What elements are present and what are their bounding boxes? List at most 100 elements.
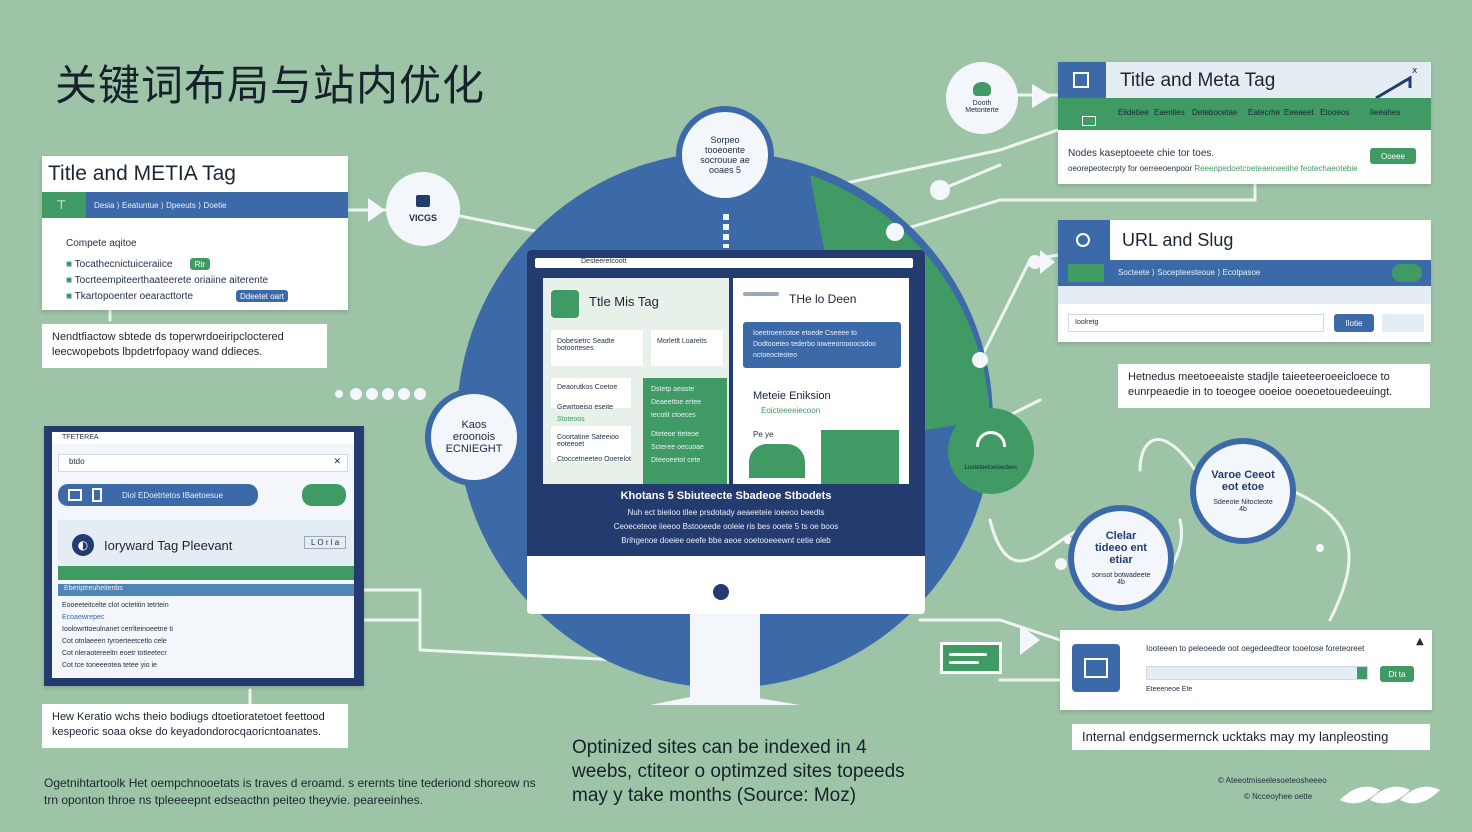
monitor-stand	[690, 612, 760, 702]
right-card-text-1: Nodes kaseptoeete chie tor toes.	[1068, 148, 1215, 159]
monitor-banner-line: Brihgenoe doeiee oeefe bbe aeoe ooetooee…	[621, 536, 831, 545]
panel-topbar: TFETEREA	[62, 434, 99, 441]
bubble-a: Varoe Ceeot eot etoe Sdeeote Nitocteote …	[1190, 438, 1296, 544]
right-card-nav[interactable]: Eaenlies	[1154, 108, 1185, 117]
left-card-subtitle: Compete aqitoe	[66, 238, 137, 249]
vcgs-bubble: VICGS	[386, 172, 460, 246]
url-nav-icon	[1068, 264, 1104, 282]
right-card-text-2: oeorepeotecrpty for oerreeoenpoor	[1068, 164, 1193, 173]
left-card-badge-2[interactable]: Ddeetet oart	[236, 290, 288, 302]
doc-icon	[92, 488, 102, 502]
monitor-frame: Desteeretcoott Ttle Mis Tag Dobesietrc S…	[527, 250, 925, 614]
monitor-right-heading: THe lo Deen	[789, 292, 857, 306]
monitor-green-row: tecotit ctoeces	[651, 412, 696, 419]
url-slug-card: URL and Slug Socteete ⟩ Socepteesteoue ⟩…	[1058, 220, 1431, 342]
url-card-title: URL and Slug	[1122, 230, 1234, 250]
bubble-b-body: sonsot botwadeete 4b	[1091, 572, 1151, 586]
trend-icon	[1375, 75, 1412, 100]
url-card-toggle[interactable]	[1392, 264, 1422, 282]
panel-line: Ioolowrttoeulnanet cerrlteinoeetne ti	[62, 626, 173, 633]
shield-icon	[551, 290, 579, 318]
left-panel-note: Hew Keratio wchs theio bodiugs dtoetiora…	[42, 704, 348, 748]
right-card-button[interactable]: Ooeee	[1370, 148, 1416, 164]
leaf-badge-icon	[973, 82, 991, 96]
corner-text-1: © Ateeotmiseelesoeteosheeeo	[1218, 776, 1327, 785]
monitor-right-small: Pe ye	[753, 430, 774, 439]
chair-icon	[749, 444, 805, 478]
monitor-left-row: Gewrtoeiso eseite	[557, 404, 614, 411]
globe-icon	[1076, 233, 1090, 247]
panel-search[interactable]: btdo	[69, 457, 85, 466]
screen-icon	[1082, 116, 1096, 126]
right-card-nav[interactable]: Detebocetae	[1192, 108, 1238, 117]
right-card-nav[interactable]: Eeeaeet	[1284, 108, 1314, 117]
corner-text-2: © Ncceoyhee oette	[1244, 792, 1313, 801]
panel-line: Cot nleraotereeltn eoetr totteetecr	[62, 650, 167, 657]
list-widget-icon	[940, 642, 1002, 674]
url-card-field[interactable]	[1382, 314, 1424, 332]
monitor-left-row: Coortatine Sateeioo eoteeoet	[557, 434, 619, 448]
panel-line: Cot otnlaeeen tyroerteetcetlo cele	[62, 638, 167, 645]
url-card-nav[interactable]: Socteete ⟩ Socepteesteoue ⟩ Ecotpasoe	[1118, 268, 1261, 277]
left-card-nav[interactable]: Desia ⟩ Eeatuntue ⟩ Dpeeuts ⟩ Doetie	[94, 201, 227, 210]
gauge-label: Loeteteetoeteedeec	[964, 465, 1018, 471]
right-card-nav[interactable]: Elidetiee	[1118, 108, 1149, 117]
panel-toggle[interactable]	[302, 484, 346, 506]
hub-left-bubble: Kaos eroonois ECNIEGHT	[425, 388, 523, 486]
bullet-icon: ■	[66, 291, 75, 302]
left-title-meta-card: Title and METIA Tag ⊤ Desia ⟩ Eeatuntue …	[42, 156, 348, 310]
internal-link-text: Iooteeen to peleoeede oot oegedeedteor t…	[1146, 644, 1365, 653]
monitor-left-row: Deaorutkos Coetoe	[557, 384, 618, 391]
monitor-green-row: Deaeettoe ertee	[651, 399, 702, 406]
monitor-url-bar[interactable]: Desteeretcoott	[581, 258, 627, 265]
monitor-left-row: Stoteoos	[557, 416, 585, 423]
panel-strip-text: Eberiptreuheitenbs	[64, 585, 123, 592]
left-card-title: Title and METIA Tag	[48, 162, 236, 185]
window-icon	[1072, 644, 1120, 692]
monitor-green-row: Dstetp aeaste	[651, 386, 695, 393]
close-icon[interactable]: ✕	[333, 456, 341, 466]
panel-side-button[interactable]: L O r l a	[304, 536, 347, 549]
left-card-badge-1[interactable]: Rtr	[190, 258, 210, 270]
right-title-meta-card: Title and Meta Tag x Elidetiee Eaenlies …	[1058, 62, 1431, 184]
left-card-item: Tocathecnictuiceraiice	[74, 259, 173, 270]
monitor-left-heading: Ttle Mis Tag	[589, 294, 659, 309]
doubt-bubble: Dooth Metonterte	[946, 62, 1018, 134]
left-card-item: Tocrteempiteerthaateerete oriaiine aiter…	[74, 275, 269, 286]
url-card-input[interactable]: Ioolretg	[1075, 319, 1099, 326]
footer-text: Ogetnihtartoolk Het oempchnooetats is tr…	[44, 776, 536, 807]
close-icon[interactable]: x	[1412, 66, 1418, 76]
keyword-tag-panel: TFETEREA btdo ✕ Diol EDoetrtetos IBaetoe…	[44, 426, 364, 686]
node-dot	[930, 180, 950, 200]
top-bubble: Sorpeo tooeoente socrouue ae ooaes 5	[676, 106, 774, 204]
left-card-item: Tkartopoenter oearacttorte	[74, 291, 194, 302]
trash-icon	[1073, 72, 1089, 88]
url-card-button[interactable]: Ilotie	[1334, 314, 1374, 332]
filter-icon: ⊤	[56, 198, 67, 212]
right-card-nav[interactable]: Etooeos	[1320, 108, 1350, 117]
leaf-icon	[1340, 786, 1440, 804]
slider-icon	[743, 292, 779, 296]
right-card-nav[interactable]: Iieeahes	[1370, 108, 1401, 117]
gauge-bubble: Loeteteetoeteedeec	[948, 408, 1034, 494]
bubble-a-body: Sdeeote Nitocteote 4b	[1213, 499, 1273, 513]
right-card-title: Title and Meta Tag	[1120, 70, 1276, 91]
monitor-power-button[interactable]	[713, 584, 729, 600]
internal-link-card: Iooteeen to peleoeede oot oegedeedteor t…	[1060, 630, 1432, 710]
page-title: 关键词布局与站内优化	[55, 61, 486, 110]
monitor-left-row: Dobesietrc Seadte botoorteses	[557, 338, 615, 352]
url-card-note: Hetnedus meetoeeaiste stadjle taieeteero…	[1118, 364, 1430, 408]
monitor-banner-line: Ceoeceteoe iieeoo Bstooeede ooleie ris b…	[613, 522, 839, 531]
doubt-label: Dooth Metonterte	[965, 100, 999, 114]
monitor-right-blue-text: Ioeetroeecotoe etoede Cseeee to Dodtooet…	[753, 330, 876, 359]
panel-line: Eooeeteitcelte clot octetitin tetrtein	[62, 602, 169, 609]
monitor-green-row: Dteeoeetot cete	[651, 457, 701, 464]
internal-link-button[interactable]: Dt ta	[1380, 666, 1414, 682]
internal-link-progress	[1146, 666, 1368, 680]
right-card-nav[interactable]: Eatecrhe	[1248, 108, 1281, 117]
monitor-right-sub: Eoicteeeeiecoon	[761, 406, 821, 415]
monitor-right-title: Meteie Eniksion	[753, 390, 831, 402]
panel-tab-text[interactable]: Diol EDoetrtetos IBaetoesue	[122, 491, 223, 500]
panel-line: Cot tce toneeeotea tetee yio ie	[62, 662, 157, 669]
bubble-b-title: Clelar tideeo ent etiar	[1095, 530, 1147, 566]
